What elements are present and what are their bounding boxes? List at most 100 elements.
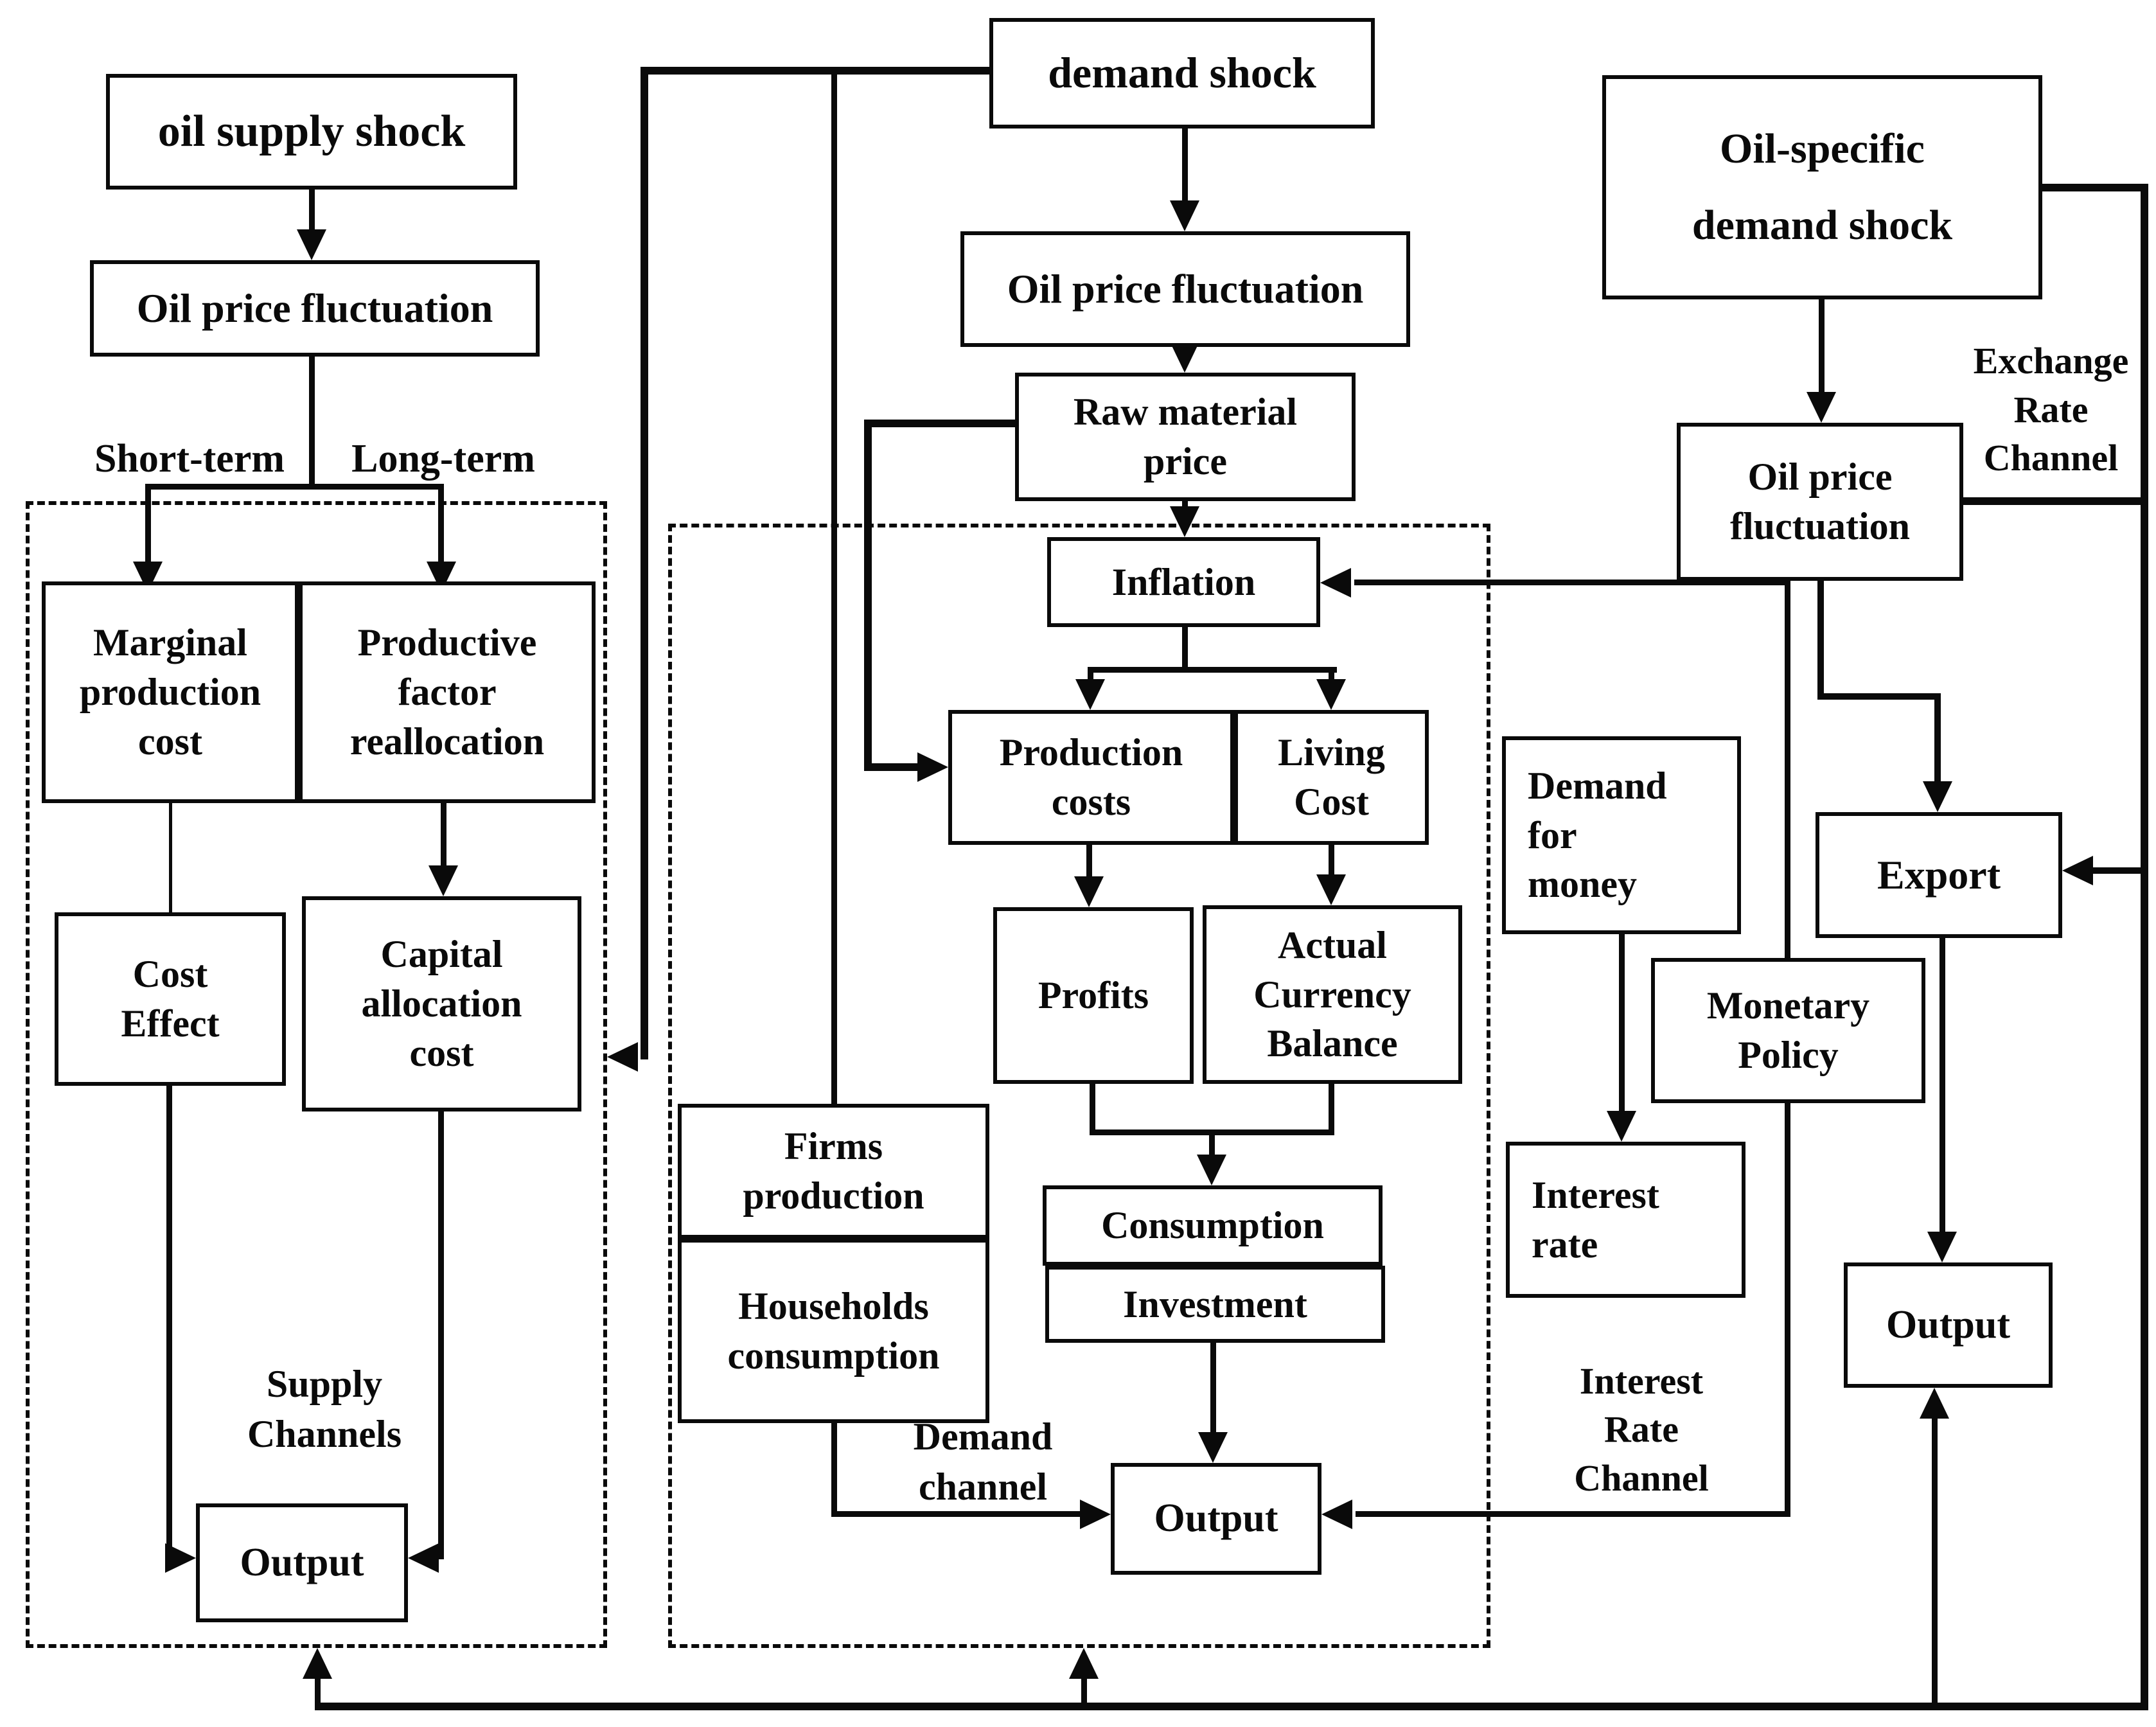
- arrowhead-into-output-mid-right: [1321, 1500, 1352, 1529]
- line-profits-merge: [1090, 1084, 1095, 1135]
- line-merge-stem: [1209, 1129, 1215, 1156]
- supply-channels-label: Supply Channels: [247, 1362, 402, 1455]
- line-inflation-left-arm: [1088, 667, 1093, 682]
- output-demand-box: Output: [1111, 1463, 1321, 1575]
- line-export-to-output-right: [1940, 938, 1945, 1234]
- arrowhead-into-output-mid-top: [1198, 1432, 1228, 1463]
- oil-price-fluctuation-mid-box: Oil price fluctuation: [960, 231, 1410, 347]
- oil-specific-demand-shock-box: Oil-specific demand shock: [1602, 75, 2042, 299]
- line-demand-money-to-interest: [1619, 934, 1625, 1113]
- line-investment-to-output-mid: [1210, 1343, 1216, 1434]
- exchange-rate-channel-label: Exchange Rate Channel: [1973, 340, 2129, 479]
- arrowhead-raw-material-into-production-costs: [917, 752, 948, 782]
- output-supply-box: Output: [196, 1503, 408, 1622]
- export-box: Export: [1816, 812, 2062, 938]
- line-fluctuation-to-export-drop: [1934, 693, 1941, 783]
- line-exchange-rate-channel-down: [2141, 184, 2148, 1710]
- arrowhead-into-consumption: [1197, 1155, 1226, 1185]
- line-demand-shock-to-firms: [831, 67, 837, 1104]
- monetary-policy-box: Monetary Policy: [1651, 958, 1925, 1103]
- arrowhead-into-output-right-top: [1927, 1232, 1957, 1262]
- productive-factor-reallocation-box: Productive factor reallocation: [299, 581, 596, 803]
- line-households-down: [831, 1423, 837, 1517]
- line-channel-to-export: [2090, 867, 2144, 874]
- line-short-term-arm: [145, 484, 151, 564]
- arrowhead-into-output-left-from-left: [165, 1543, 196, 1573]
- line-demand-channel-to-output: [831, 1511, 1083, 1517]
- interest-rate-box: Interest rate: [1506, 1142, 1745, 1298]
- line-fluctuation-split-bar: [145, 484, 444, 490]
- actual-currency-balance-box: Actual Currency Balance: [1203, 905, 1462, 1084]
- households-consumption-box: Households consumption: [678, 1239, 989, 1423]
- raw-material-price-box: Raw material price: [1015, 373, 1356, 501]
- long-term-label: Long-term: [351, 436, 535, 481]
- line-living-cost-to-balance: [1329, 845, 1334, 876]
- line-demand-shock-down-left: [641, 67, 648, 1059]
- line-fluctuation-split-stem: [309, 357, 315, 488]
- arrowhead-into-profits: [1074, 876, 1104, 907]
- line-capital-to-output-left: [438, 1111, 444, 1559]
- line-monetary-policy-up: [1785, 583, 1790, 958]
- arrowhead-into-currency-balance: [1316, 874, 1346, 905]
- arrowhead-into-export-top: [1923, 781, 1952, 812]
- short-term-label: Short-term: [94, 436, 285, 481]
- line-raw-material-to-inflation: [1182, 501, 1188, 509]
- investment-box: Investment: [1045, 1266, 1385, 1343]
- output-exchange-box: Output: [1844, 1262, 2053, 1388]
- line-oil-specific-right: [2042, 184, 2148, 191]
- line-to-inflation-feedback: [1354, 580, 1790, 585]
- profits-box: Profits: [993, 907, 1194, 1084]
- line-fluctuation-to-export-down: [1817, 581, 1824, 700]
- line-demand-shock-left: [641, 67, 989, 75]
- cost-effect-box: Cost Effect: [55, 912, 286, 1086]
- arrowhead-into-capital-allocation: [429, 865, 458, 896]
- arrowhead-feedback-into-demand-box: [1069, 1648, 1099, 1679]
- arrowhead-into-output-right-bottom: [1920, 1388, 1949, 1419]
- line-production-costs-to-profits: [1086, 845, 1092, 878]
- line-demand-shock-to-fluctuation: [1182, 128, 1188, 202]
- arrowhead-into-output-mid-left: [1080, 1500, 1111, 1529]
- arrowhead-into-export-right: [2062, 856, 2093, 885]
- line-feedback-to-output-right: [1932, 1415, 1938, 1706]
- line-inflation-split-stem: [1182, 627, 1188, 669]
- inflation-box: Inflation: [1047, 537, 1320, 627]
- production-costs-box: Production costs: [948, 710, 1234, 845]
- arrowhead-feedback-into-supply-box: [303, 1648, 332, 1679]
- line-raw-material-loop-down: [864, 420, 872, 770]
- line-cost-effect-to-output-left: [166, 1086, 172, 1559]
- line-raw-material-loop-top: [864, 420, 1015, 427]
- arrowhead-demand-shock-into-supply-box: [607, 1042, 638, 1072]
- demand-channel-dashed-frame: [668, 524, 1490, 1648]
- oil-price-fluctuation-right-box: Oil price fluctuation: [1677, 423, 1963, 581]
- arrowhead-into-oil-price-fluctuation-left: [297, 229, 326, 260]
- line-balance-merge: [1329, 1084, 1334, 1135]
- arrowhead-into-output-left-from-right: [408, 1543, 439, 1573]
- line-marginal-to-cost-effect: [169, 803, 172, 912]
- line-fluctuation-right-link: [1963, 497, 2143, 505]
- supply-channels-dashed-frame: [26, 501, 607, 1648]
- living-cost-box: Living Cost: [1234, 710, 1429, 845]
- arrowhead-into-inflation-right: [1320, 568, 1351, 598]
- line-bottom-feedback: [315, 1703, 2148, 1710]
- line-productive-to-capital: [441, 803, 446, 867]
- line-inflation-right-arm: [1329, 667, 1334, 682]
- capital-allocation-cost-box: Capital allocation cost: [302, 896, 581, 1111]
- demand-shock-box: demand shock: [989, 18, 1375, 128]
- oil-supply-shock-box: oil supply shock: [106, 74, 517, 190]
- line-feedback-into-demand-box: [1081, 1676, 1087, 1706]
- arrowhead-into-living-cost: [1316, 679, 1346, 710]
- oil-price-fluctuation-left-box: Oil price fluctuation: [90, 260, 540, 357]
- arrowhead-into-inflation: [1170, 506, 1199, 537]
- demand-for-money-box: Demand for money: [1502, 736, 1741, 934]
- line-oil-specific-to-fluctuation: [1819, 299, 1825, 396]
- line-raw-material-loop-right: [864, 763, 921, 771]
- arrowhead-into-interest-rate: [1607, 1111, 1636, 1142]
- demand-channel-label: Demand channel: [913, 1415, 1053, 1508]
- arrowhead-into-raw-material: [1170, 342, 1199, 373]
- arrowhead-into-production-costs: [1075, 679, 1105, 710]
- line-feedback-into-supply-box: [315, 1676, 321, 1706]
- line-interest-channel-to-output: [1356, 1511, 1790, 1517]
- arrowhead-into-oil-price-fluctuation-mid: [1170, 200, 1199, 231]
- firms-production-box: Firms production: [678, 1104, 989, 1239]
- line-monetary-policy-down: [1785, 1103, 1790, 1517]
